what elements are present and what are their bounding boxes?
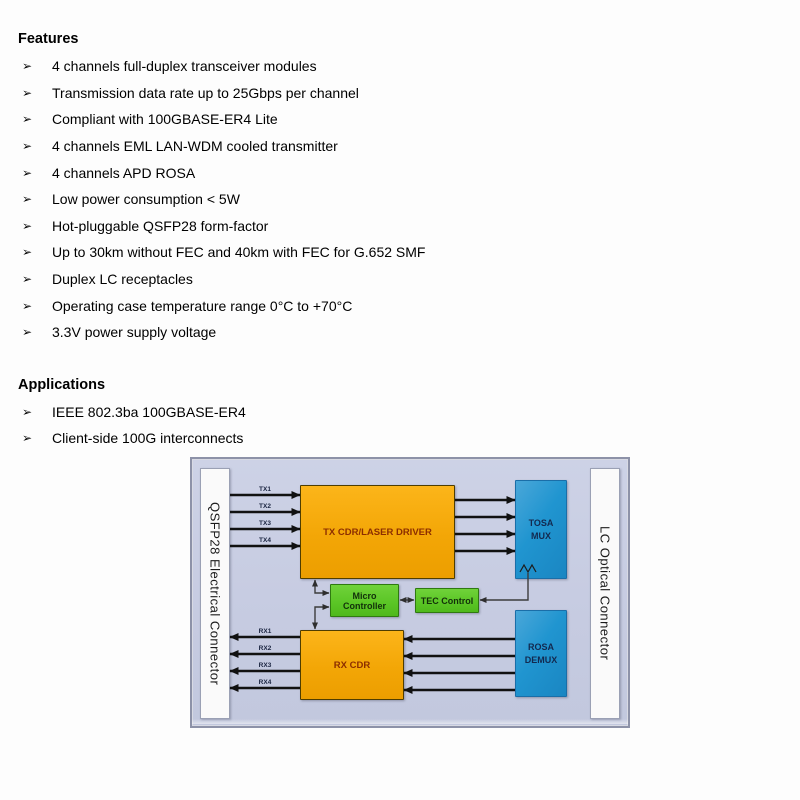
rx-cdr-block: RX CDR [300, 630, 404, 700]
list-item: ➢ 4 channels APD ROSA [18, 159, 638, 186]
bullet-arrow-icon: ➢ [22, 165, 33, 180]
features-list: ➢ 4 channels full-duplex transceiver modu… [18, 53, 638, 346]
tx1-label: TX1 [259, 486, 271, 493]
spec-text-column: Features ➢ 4 channels full-duplex transce… [18, 30, 638, 452]
list-item: ➢ IEEE 802.3ba 100GBASE-ER4 [18, 399, 638, 426]
applications-heading: Applications [18, 376, 106, 393]
micro-to-rxcdr-wire [312, 604, 330, 630]
bullet-arrow-icon: ➢ [22, 192, 33, 207]
list-item: ➢ Up to 30km without FEC and 40km with FE… [18, 239, 638, 266]
tx2-label: TX2 [259, 503, 271, 510]
bullet-arrow-icon: ➢ [22, 404, 33, 419]
application-text: Client-side 100G interconnects [52, 430, 244, 447]
qsfp28-electrical-connector-bar: QSFP28 Electrical Connector [200, 468, 230, 719]
tx-cdr-laser-driver-block: TX CDR/LASER DRIVER [300, 485, 455, 579]
right-connector-label: LC Optical Connector [597, 526, 613, 661]
bullet-arrow-icon: ➢ [22, 325, 33, 340]
application-text: IEEE 802.3ba 100GBASE-ER4 [52, 403, 246, 420]
rx4-label: RX4 [259, 679, 272, 686]
lc-optical-connector-bar: LC Optical Connector [590, 468, 620, 719]
rx2-label: RX2 [259, 645, 272, 652]
tosa-mux-block: TOSA MUX [515, 480, 567, 579]
list-item: ➢ Operating case temperature range 0°C to… [18, 292, 638, 319]
feature-text: 3.3V power supply voltage [52, 324, 217, 341]
tx4-label: TX4 [259, 537, 271, 544]
rosa-demux-block: ROSA DEMUX [515, 610, 567, 697]
micro-controller-block: Micro Controller [330, 584, 399, 617]
bullet-arrow-icon: ➢ [22, 85, 33, 100]
block-diagram: QSFP28 Electrical Connector LC Optical C… [190, 457, 630, 728]
list-item: ➢ 4 channels full-duplex transceiver modu… [18, 53, 638, 80]
list-item: ➢ Transmission data rate up to 25Gbps per… [18, 80, 638, 107]
features-heading: Features [18, 31, 79, 47]
feature-text: Transmission data rate up to 25Gbps per … [52, 84, 359, 101]
rx3-label: RX3 [259, 662, 272, 669]
feature-text: Operating case temperature range 0°C to … [52, 297, 353, 314]
feature-text: Duplex LC receptacles [52, 271, 193, 288]
bullet-arrow-icon: ➢ [22, 431, 33, 446]
bullet-arrow-icon: ➢ [22, 272, 33, 287]
bullet-arrow-icon: ➢ [22, 298, 33, 313]
diagram-wires: TX1 TX2 TX3 TX4 RX1 RX2 RX3 RX4 [229, 486, 537, 694]
feature-text: 4 channels EML LAN-WDM cooled transmitte… [52, 138, 338, 155]
list-item: ➢ 3.3V power supply voltage [18, 319, 638, 346]
feature-text: 4 channels APD ROSA [52, 164, 196, 181]
list-item: ➢ Client-side 100G interconnects [18, 425, 638, 452]
list-item: ➢ Duplex LC receptacles [18, 266, 638, 293]
thermistor-icon [519, 563, 537, 574]
micro-to-txcdr-wire [312, 579, 330, 596]
list-item: ➢ Compliant with 100GBASE-ER4 Lite [18, 106, 638, 133]
rx1-label: RX1 [259, 628, 272, 635]
bullet-arrow-icon: ➢ [22, 139, 33, 154]
tx3-label: TX3 [259, 520, 271, 527]
tosa-to-tec-wire [479, 573, 529, 603]
list-item: ➢ 4 channels EML LAN-WDM cooled transmitt… [18, 133, 638, 160]
bullet-arrow-icon: ➢ [22, 245, 33, 260]
feature-text: Up to 30km without FEC and 40km with FEC… [52, 244, 426, 261]
bullet-arrow-icon: ➢ [22, 59, 33, 74]
tec-control-block: TEC Control [415, 588, 479, 613]
feature-text: Compliant with 100GBASE-ER4 Lite [52, 111, 278, 128]
feature-text: Low power consumption < 5W [52, 191, 240, 208]
left-connector-label: QSFP28 Electrical Connector [207, 501, 223, 686]
feature-text: Hot-pluggable QSFP28 form-factor [52, 217, 269, 234]
bullet-arrow-icon: ➢ [22, 218, 33, 233]
list-item: ➢ Hot-pluggable QSFP28 form-factor [18, 213, 638, 240]
bullet-arrow-icon: ➢ [22, 112, 33, 127]
feature-text: 4 channels full-duplex transceiver modul… [52, 58, 317, 75]
applications-list: ➢ IEEE 802.3ba 100GBASE-ER4 ➢ Client-side … [18, 399, 638, 452]
list-item: ➢ Low power consumption < 5W [18, 186, 638, 213]
